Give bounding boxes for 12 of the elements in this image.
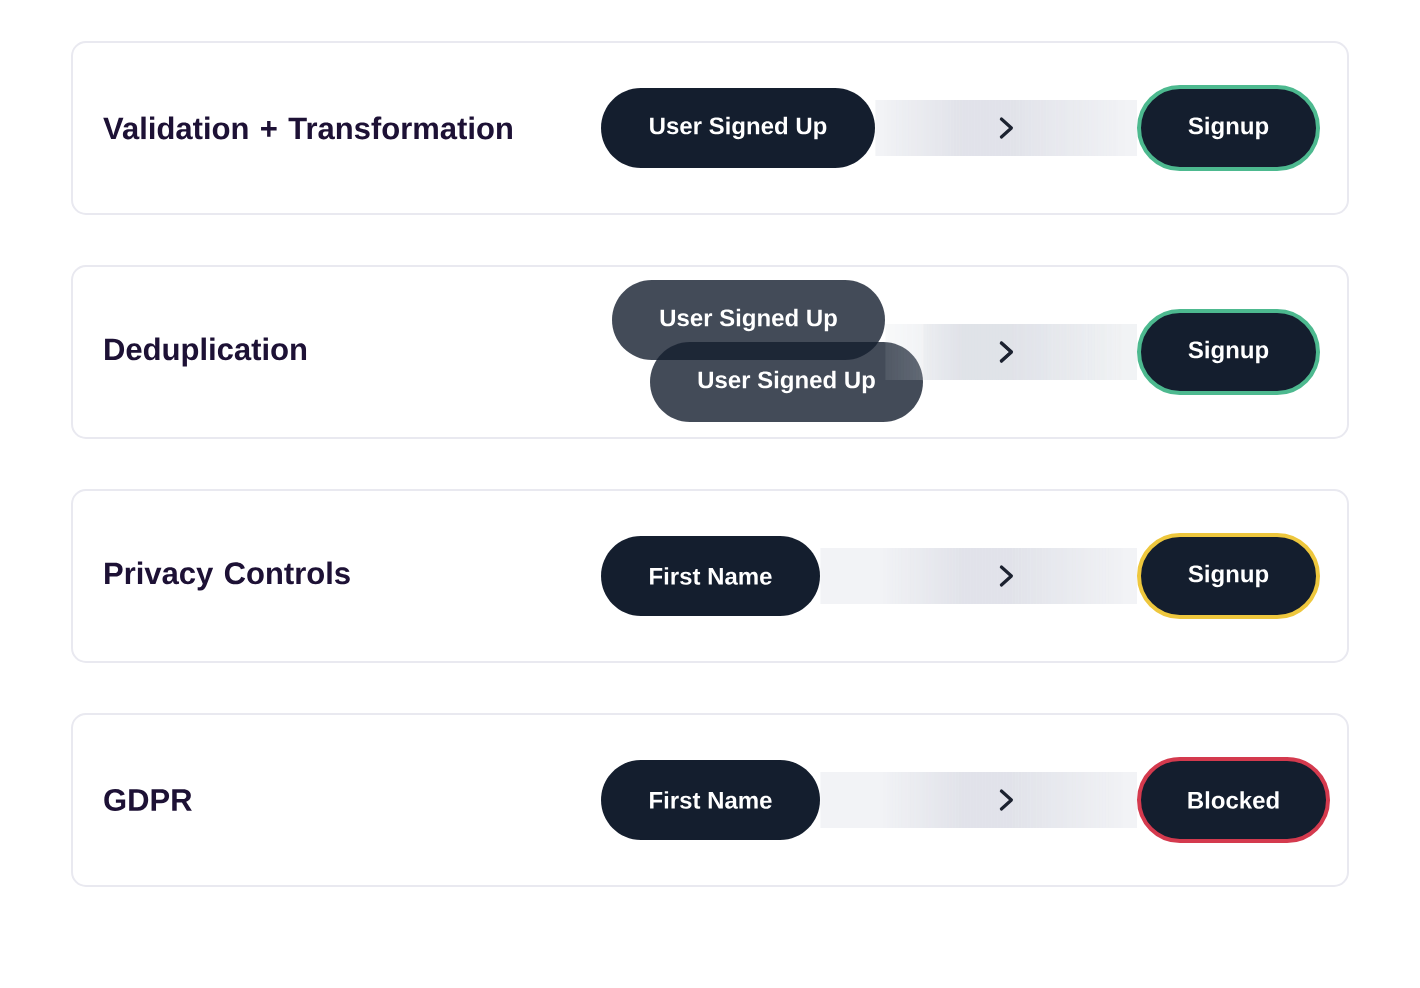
arrow — [820, 772, 1137, 828]
result-pill: Signup — [1137, 85, 1320, 171]
arrow — [820, 548, 1137, 604]
arrow — [875, 100, 1137, 156]
result-pill: Signup — [1137, 533, 1320, 619]
result-pill: Blocked — [1137, 757, 1330, 843]
arrow — [885, 324, 1137, 380]
event-pill: First Name — [601, 536, 820, 616]
event-pill: User Signed Up — [601, 88, 875, 168]
event-pill: First Name — [601, 760, 820, 840]
result-pill: Signup — [1137, 309, 1320, 395]
event-pill: User Signed Up — [650, 342, 923, 422]
